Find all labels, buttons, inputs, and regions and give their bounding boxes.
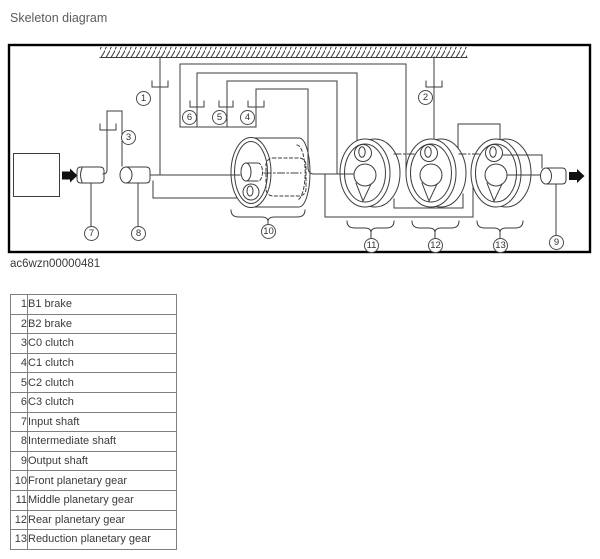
legend-label: Reduction planetary gear xyxy=(27,529,177,550)
connection-lines xyxy=(149,88,543,218)
legend-num: 4 xyxy=(10,352,28,374)
figure-code: ac6wzn00000481 xyxy=(10,258,101,270)
output-arrow-icon xyxy=(569,169,585,183)
intermediate-shaft-cylinder xyxy=(119,166,151,227)
c0-clutch xyxy=(99,110,123,175)
diagram-frame xyxy=(7,43,592,254)
ground-hatch xyxy=(99,47,468,58)
legend-num: 13 xyxy=(10,529,28,550)
callout-8: 8 xyxy=(131,226,146,241)
input-arrow-icon xyxy=(62,168,78,183)
legend-num: 1 xyxy=(10,294,28,315)
legend-num: 9 xyxy=(10,450,28,472)
callout-3: 3 xyxy=(121,130,136,145)
front-planetary-gear xyxy=(230,137,311,208)
legend-num: 5 xyxy=(10,372,28,393)
legend-num: 2 xyxy=(10,313,28,335)
b2-brake xyxy=(425,56,443,141)
legend-label: B2 brake xyxy=(27,313,177,335)
c0-clamp-icon xyxy=(99,123,117,131)
legend-label: C1 clutch xyxy=(27,352,177,374)
reduction-planetary-gear xyxy=(470,138,532,208)
engine-box xyxy=(13,153,60,197)
output-shaft-cylinder xyxy=(540,167,567,236)
b1-brake xyxy=(151,56,169,176)
c3-clamp-icon xyxy=(189,100,205,108)
rear-planetary-gear xyxy=(405,138,467,208)
callout-6: 6 xyxy=(182,110,197,125)
clutch-group xyxy=(179,63,420,175)
callout-2: 2 xyxy=(418,90,433,105)
legend-label: Input shaft xyxy=(27,411,177,433)
legend-label: Front planetary gear xyxy=(27,470,177,491)
legend-label: C0 clutch xyxy=(27,333,177,354)
legend-num: 8 xyxy=(10,431,28,452)
legend-num: 10 xyxy=(10,470,28,491)
legend-num: 6 xyxy=(10,391,28,413)
brace-11 xyxy=(346,220,395,239)
brace-12 xyxy=(411,220,460,239)
c1-clamp-icon xyxy=(247,100,265,108)
callout-1: 1 xyxy=(136,91,151,106)
c2-clamp-icon xyxy=(218,100,234,108)
input-shaft-cylinder xyxy=(76,166,105,227)
callout-5: 5 xyxy=(212,110,227,125)
legend-label: Middle planetary gear xyxy=(27,489,177,511)
legend-num: 3 xyxy=(10,333,28,354)
page-title: Skeleton diagram xyxy=(10,11,108,25)
callout-10: 10 xyxy=(261,224,276,239)
callout-11: 11 xyxy=(364,238,379,253)
legend-label: Rear planetary gear xyxy=(27,509,177,531)
legend-num: 11 xyxy=(10,489,28,511)
legend-num: 7 xyxy=(10,411,28,433)
callout-4: 4 xyxy=(240,110,255,125)
callout-12: 12 xyxy=(428,238,443,253)
legend-label: C2 clutch xyxy=(27,372,177,393)
legend-label: Output shaft xyxy=(27,450,177,472)
legend-num: 12 xyxy=(10,509,28,531)
callout-7: 7 xyxy=(84,226,99,241)
legend-label: B1 brake xyxy=(27,294,177,315)
b1-clamp-icon xyxy=(151,80,169,88)
brace-13 xyxy=(476,220,524,239)
callout-9: 9 xyxy=(549,235,564,250)
middle-planetary-gear xyxy=(339,138,401,208)
legend-label: Intermediate shaft xyxy=(27,431,177,452)
b2-clamp-icon xyxy=(425,80,443,88)
callout-13: 13 xyxy=(493,238,508,253)
brace-10 xyxy=(230,209,306,225)
legend-label: C3 clutch xyxy=(27,391,177,413)
